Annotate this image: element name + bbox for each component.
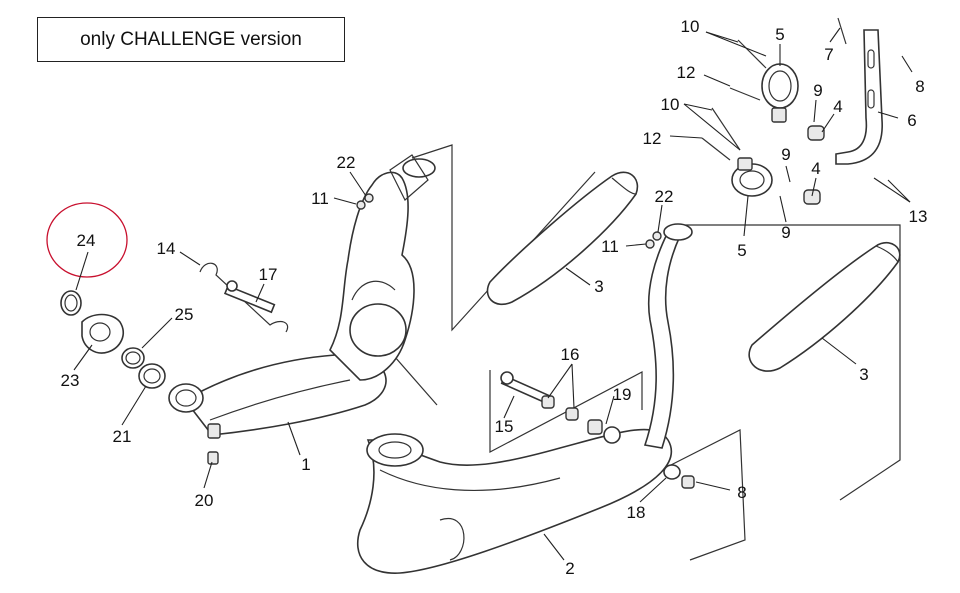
callout-7: 7 (824, 45, 833, 64)
leader-lines (73, 27, 913, 561)
callout-5-bottom: 5 (737, 241, 746, 260)
callout-13: 13 (909, 207, 928, 226)
callout-11-right: 11 (601, 237, 619, 256)
callout-23: 23 (61, 371, 80, 390)
callout-8-top: 8 (915, 77, 924, 96)
callout-22-left: 22 (337, 153, 356, 172)
callout-5-top: 5 (775, 25, 784, 44)
callout-8-lower: 8 (737, 483, 746, 502)
callout-21: 21 (113, 427, 132, 446)
mounting-hardware-15-16-19 (500, 371, 621, 444)
version-note: only CHALLENGE version (37, 17, 345, 62)
callout-20: 20 (195, 491, 214, 510)
callout-16: 16 (561, 345, 580, 364)
callout-9-top: 9 (813, 81, 822, 100)
callout-11-left: 11 (311, 189, 329, 208)
small-bolts-11-22 (356, 193, 662, 249)
header-pipe-part-1 (168, 154, 436, 439)
bracket-part-6 (835, 29, 883, 165)
callout-10-mid: 10 (661, 95, 680, 114)
stud-part-20 (207, 451, 219, 465)
callout-14: 14 (157, 239, 176, 258)
callout-24: 24 (77, 231, 96, 250)
callout-25: 25 (175, 305, 194, 324)
callout-2: 2 (565, 559, 574, 578)
clamp-part-5-upper (761, 63, 799, 123)
callout-19: 19 (613, 385, 632, 404)
callout-4-mid: 4 (811, 159, 820, 178)
clamp-part-5-lower (731, 157, 773, 197)
callout-12-top: 12 (677, 63, 696, 82)
callout-4-top: 4 (833, 97, 842, 116)
callout-22-right: 22 (655, 187, 674, 206)
callout-9-bottom: 9 (781, 223, 790, 242)
rubber-mounts-4 (803, 125, 825, 205)
callout-18: 18 (627, 503, 646, 522)
muffler-part-3-lower (748, 241, 901, 372)
callout-9-mid: 9 (781, 145, 790, 164)
callout-15: 15 (495, 417, 514, 436)
callout-10-top: 10 (681, 17, 700, 36)
callout-6: 6 (907, 111, 916, 130)
callout-3-lower: 3 (859, 365, 868, 384)
callout-labels: 24 23 25 21 20 14 17 1 22 11 3 22 11 16 … (61, 17, 928, 578)
callout-3-upper: 3 (594, 277, 603, 296)
callout-1: 1 (301, 455, 310, 474)
gasket-set (60, 290, 166, 389)
highlight-circle (46, 202, 128, 278)
exhaust-pipe-part-2 (356, 223, 693, 574)
callout-17: 17 (259, 265, 278, 284)
washer-nut-18-8 (663, 464, 695, 489)
callout-12-mid: 12 (643, 129, 662, 148)
screws-10-12 (701, 17, 847, 161)
bolt-part-17 (223, 280, 276, 314)
muffler-part-3-upper (486, 171, 639, 306)
